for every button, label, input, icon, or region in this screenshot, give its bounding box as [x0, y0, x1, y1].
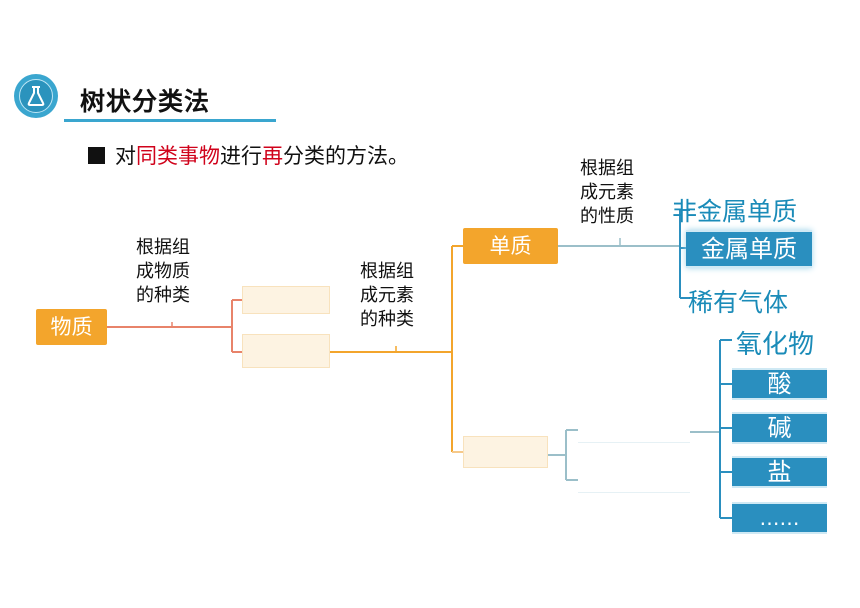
definition-highlight-2: 再 [262, 144, 283, 168]
base-box: 碱 [732, 412, 827, 444]
ellipsis-box: …… [732, 502, 827, 534]
criterion-line: 根据组 [580, 158, 634, 179]
definition-highlight-1: 同类事物 [136, 144, 220, 168]
criterion-line: 根据组 [136, 237, 190, 258]
definition-prefix: 对 [115, 144, 136, 168]
acid-box: 酸 [732, 368, 827, 400]
definition-suffix: 分类的方法。 [283, 144, 409, 168]
criterion-line: 的性质 [580, 206, 634, 227]
title-underline [64, 119, 276, 122]
criterion-line: 根据组 [360, 261, 414, 282]
blank-box [578, 468, 690, 493]
bullet-square-icon [88, 147, 105, 164]
oxide-label: 氧化物 [736, 330, 815, 360]
definition-middle: 进行 [220, 144, 262, 168]
blank-box [242, 334, 330, 368]
flask-icon [14, 74, 58, 118]
section-title: 树状分类法 [80, 87, 211, 116]
metal-box: 金属单质 [686, 230, 812, 268]
nonmetal-label: 非金属单质 [672, 197, 798, 226]
criterion-line: 成元素 [580, 182, 634, 203]
criterion-line: 成元素 [360, 285, 414, 306]
blank-box [463, 436, 548, 468]
criterion-level-2: 根据组 成元素 的种类 [360, 260, 414, 332]
criterion-line: 的种类 [136, 285, 190, 306]
elementary-node: 单质 [463, 228, 558, 264]
root-node: 物质 [36, 309, 107, 345]
blank-box [242, 286, 330, 314]
blank-box [578, 418, 690, 443]
definition-text: 对同类事物进行再分类的方法。 [88, 140, 409, 170]
criterion-level-1: 根据组 成物质 的种类 [136, 236, 190, 308]
criterion-line: 成物质 [136, 261, 190, 282]
criterion-level-3: 根据组 成元素 的性质 [580, 157, 634, 229]
noble-gas-label: 稀有气体 [688, 288, 789, 317]
salt-box: 盐 [732, 456, 827, 488]
criterion-line: 的种类 [360, 309, 414, 330]
